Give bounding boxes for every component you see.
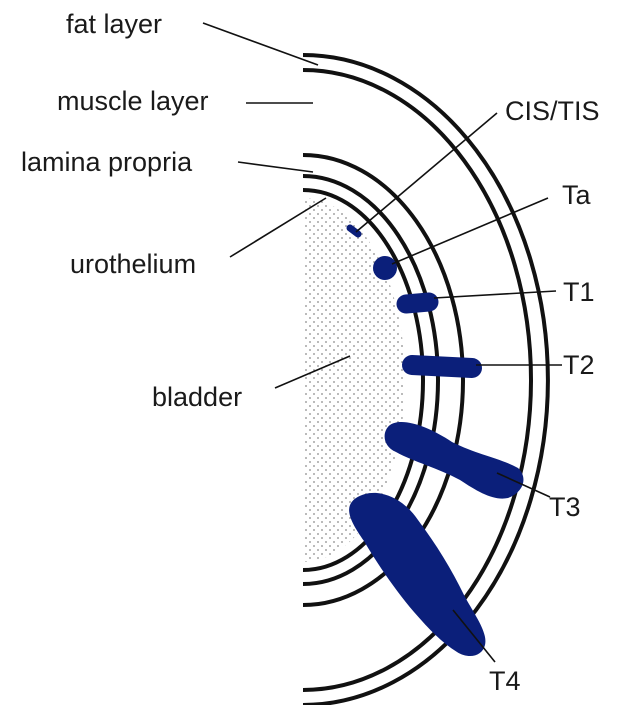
tumor-t2 <box>412 365 472 368</box>
tumor-ta <box>373 256 397 280</box>
bladder-label: bladder <box>152 382 242 412</box>
cis-tis-label: CIS/TIS <box>505 96 600 126</box>
t1-label: T1 <box>563 277 595 307</box>
t2-label: T2 <box>563 350 595 380</box>
ta-leader <box>392 198 548 264</box>
t4-label: T4 <box>489 666 521 696</box>
urothelium-label: urothelium <box>70 249 196 279</box>
fat-layer-leader <box>203 23 318 65</box>
tumor-t4 <box>349 493 485 656</box>
tumor-t3 <box>385 422 524 499</box>
muscle-layer-label: muscle layer <box>57 86 209 116</box>
fat-layer-label: fat layer <box>66 9 162 39</box>
ta-label: Ta <box>562 180 592 210</box>
tumor-t1 <box>406 302 429 304</box>
lamina-propria-label: lamina propria <box>21 147 193 177</box>
t3-label: T3 <box>549 492 581 522</box>
lamina-propria-leader <box>238 162 313 172</box>
cis-leader <box>356 113 497 232</box>
